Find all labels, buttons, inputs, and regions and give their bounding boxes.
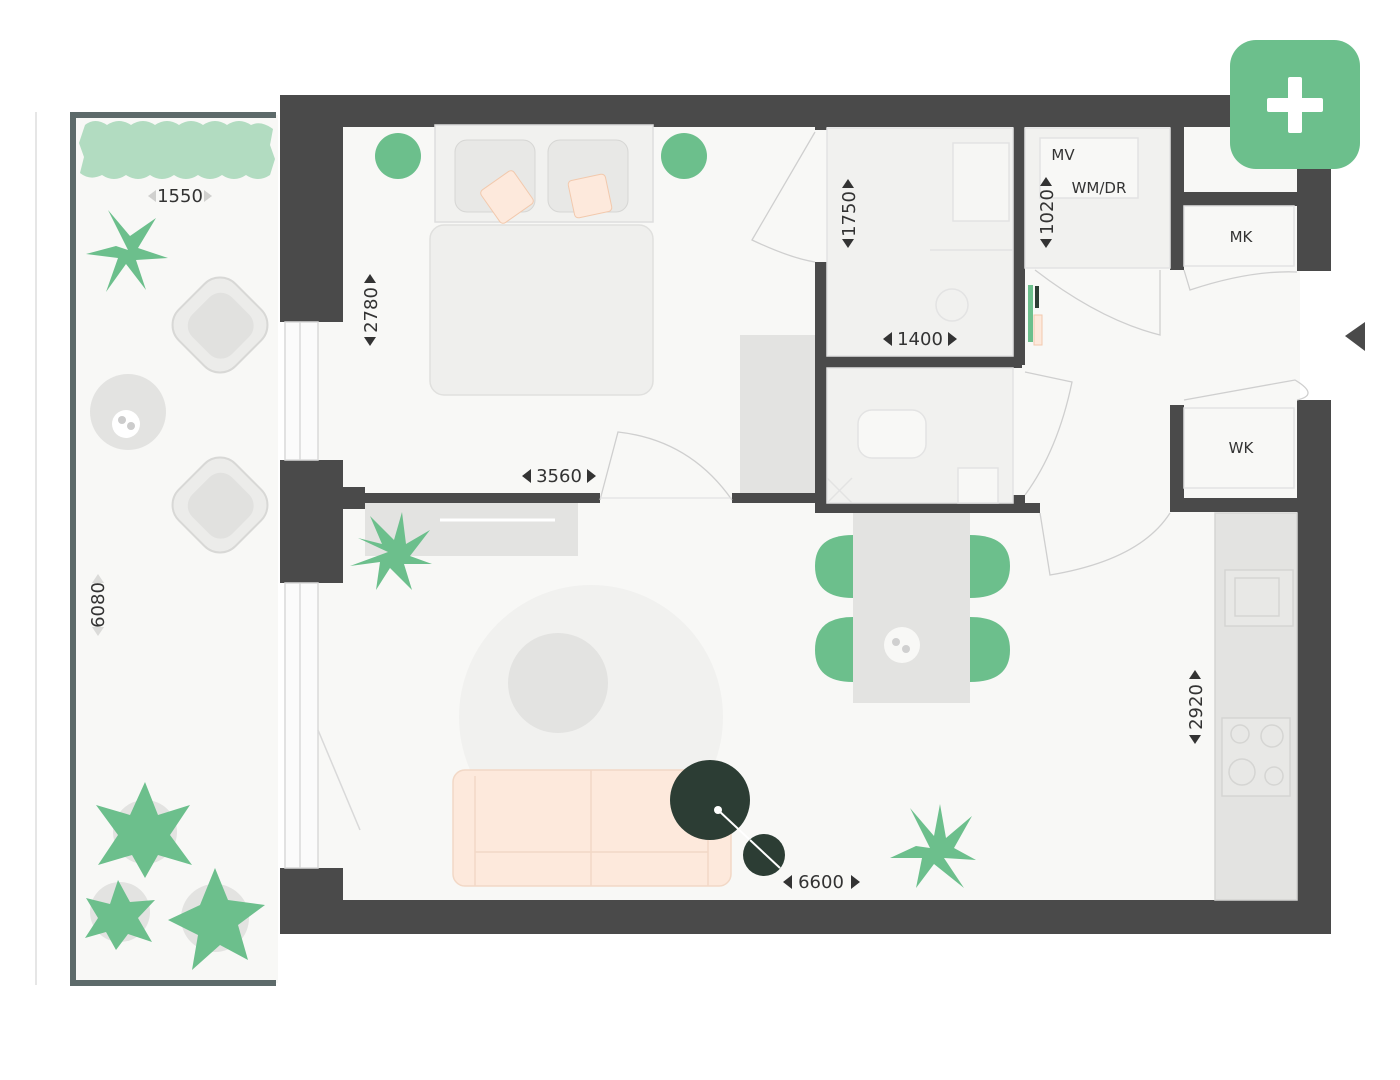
dining-chair: [970, 617, 1010, 682]
balcony: [35, 112, 278, 986]
lounge-chair: [171, 456, 269, 554]
towel-rack: [1028, 285, 1043, 346]
hedge-planter: [79, 121, 275, 179]
dimension-bedroom-depth: 2780: [361, 287, 382, 333]
dimension-bathroom-width: 1400: [897, 329, 943, 350]
bedroom: [375, 124, 815, 493]
nightstand-lamp: [661, 133, 707, 179]
window: [284, 321, 361, 869]
toilet: [857, 409, 927, 459]
dimension-balcony-length: 6080: [88, 582, 109, 628]
room-label-mk: MK: [1230, 228, 1254, 246]
plant-icon: [890, 804, 976, 888]
bathroom: [826, 127, 1014, 357]
cushion: [567, 173, 613, 219]
toilet-room: [826, 367, 1014, 504]
dimension-utility-depth: 1020: [1037, 189, 1058, 235]
balcony-railing: [70, 112, 276, 986]
plant-icon: [350, 512, 432, 590]
dimension-living-width: 6600: [798, 872, 844, 893]
utility-room: [1024, 127, 1295, 489]
triangle-left-icon: [1345, 322, 1365, 351]
wash-basin: [957, 467, 999, 504]
outer-walls: [280, 95, 1331, 934]
dining-area: [815, 513, 1010, 703]
room-label-wk: WK: [1229, 439, 1255, 457]
wardrobe: [740, 335, 815, 493]
dimension-bedroom-width: 3560: [536, 466, 582, 487]
plant-icon: [85, 782, 265, 970]
dimension-bathroom-depth: 1750: [839, 191, 860, 237]
side-table: [90, 374, 166, 450]
interior-walls: [343, 125, 1297, 513]
kitchen: [1214, 512, 1298, 901]
dimension-markers: [92, 177, 1201, 889]
bed: [429, 224, 654, 396]
plus-icon: [1267, 77, 1323, 133]
door: [599, 131, 1309, 576]
room-label-mv: MV: [1051, 146, 1075, 164]
nightstand-lamp: [375, 133, 421, 179]
room-label-wm-dr: WM/DR: [1072, 179, 1127, 197]
dimension-kitchen-length: 2920: [1186, 684, 1207, 730]
dining-chair: [815, 535, 853, 598]
living-room: [350, 503, 976, 888]
dining-chair: [970, 535, 1010, 598]
cushion: [480, 170, 534, 224]
dining-chair: [815, 617, 853, 682]
plant-icon: [86, 210, 168, 292]
floor-lamp: [670, 760, 785, 876]
dining-table: [853, 513, 970, 703]
zoom-button[interactable]: [1230, 40, 1360, 169]
lounge-chair: [171, 276, 269, 374]
coffee-table: [508, 633, 608, 733]
shower-drain: [935, 288, 969, 322]
table-decor: [884, 627, 920, 663]
sink: [952, 142, 1010, 222]
dimension-balcony-width: 1550: [157, 186, 203, 207]
